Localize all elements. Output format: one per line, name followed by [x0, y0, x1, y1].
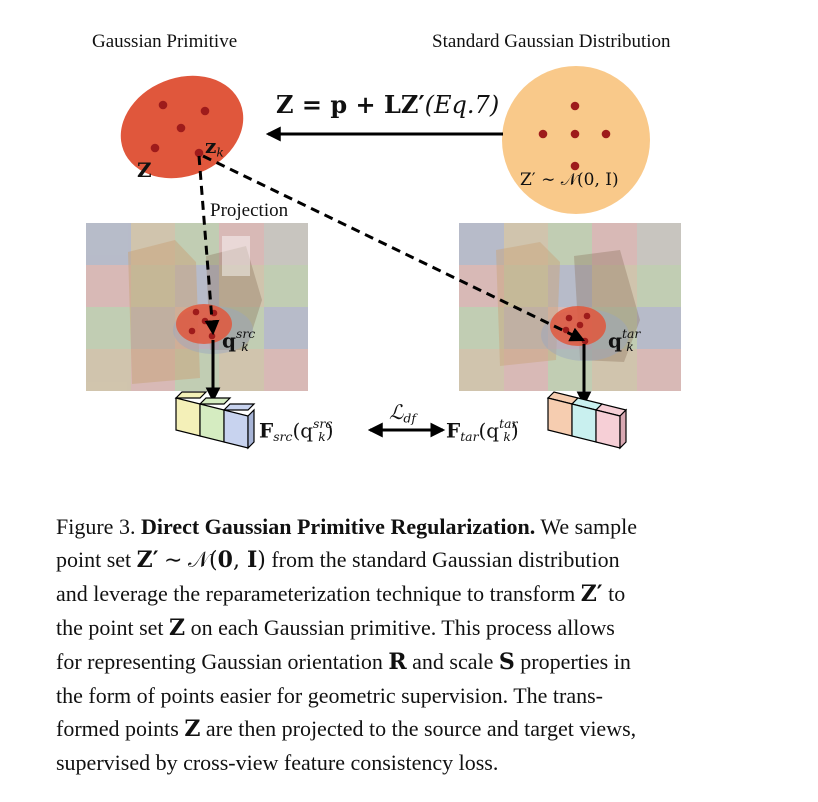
source-feature-label: Fsrc(qsrck) [259, 416, 334, 445]
source-feature-vector [174, 391, 256, 450]
source-view-image [86, 223, 308, 391]
caption-line-5: for representing Gaussian orientation R … [56, 649, 631, 675]
standard-gaussian-circle [502, 66, 650, 214]
figure-canvas [86, 66, 681, 450]
caption-line-4: the point set Z on each Gaussian primiti… [56, 615, 615, 641]
standard-gaussian-title: Standard Gaussian Distribution [432, 31, 671, 52]
caption-line-6: the form of points easier for geometric … [56, 683, 603, 708]
loss-label: ℒdf [389, 400, 416, 426]
q-src-label: qsrck [222, 326, 256, 355]
q-tar-label: qtark [608, 326, 641, 355]
target-feature-label: Ftar(qtark) [446, 416, 519, 445]
sampled-points-standard [538, 101, 611, 171]
projection-arrow-target [202, 154, 586, 342]
point-set-Z-label: Z [137, 158, 152, 182]
caption-line-8: supervised by cross-view feature consist… [56, 750, 499, 775]
projection-label: Projection [210, 200, 289, 221]
reparameterization-equation: Z = p + LZ′(Eq.7) [276, 90, 500, 119]
caption-line-7: formed points Z are then projected to th… [56, 716, 637, 742]
caption-line-1: Figure 3. Direct Gaussian Primitive Regu… [56, 514, 637, 539]
figure-caption: Figure 3. Direct Gaussian Primitive Regu… [56, 510, 768, 779]
sampled-points-primitive [150, 100, 210, 158]
method-figure: Gaussian Primitive Standard Gaussian Dis… [86, 31, 681, 450]
gaussian-primitive-title: Gaussian Primitive [92, 31, 238, 52]
target-feature-vector [546, 391, 628, 450]
point-zk-label: zk [205, 134, 224, 160]
point-set-Zprime-label: Z′ ∼ 𝒩(0, I) [520, 170, 619, 190]
caption-line-2: point set Z′ ∼ 𝒩(0, I) from the standard… [56, 547, 620, 573]
caption-line-3: and leverage the reparameterization tech… [56, 581, 626, 607]
